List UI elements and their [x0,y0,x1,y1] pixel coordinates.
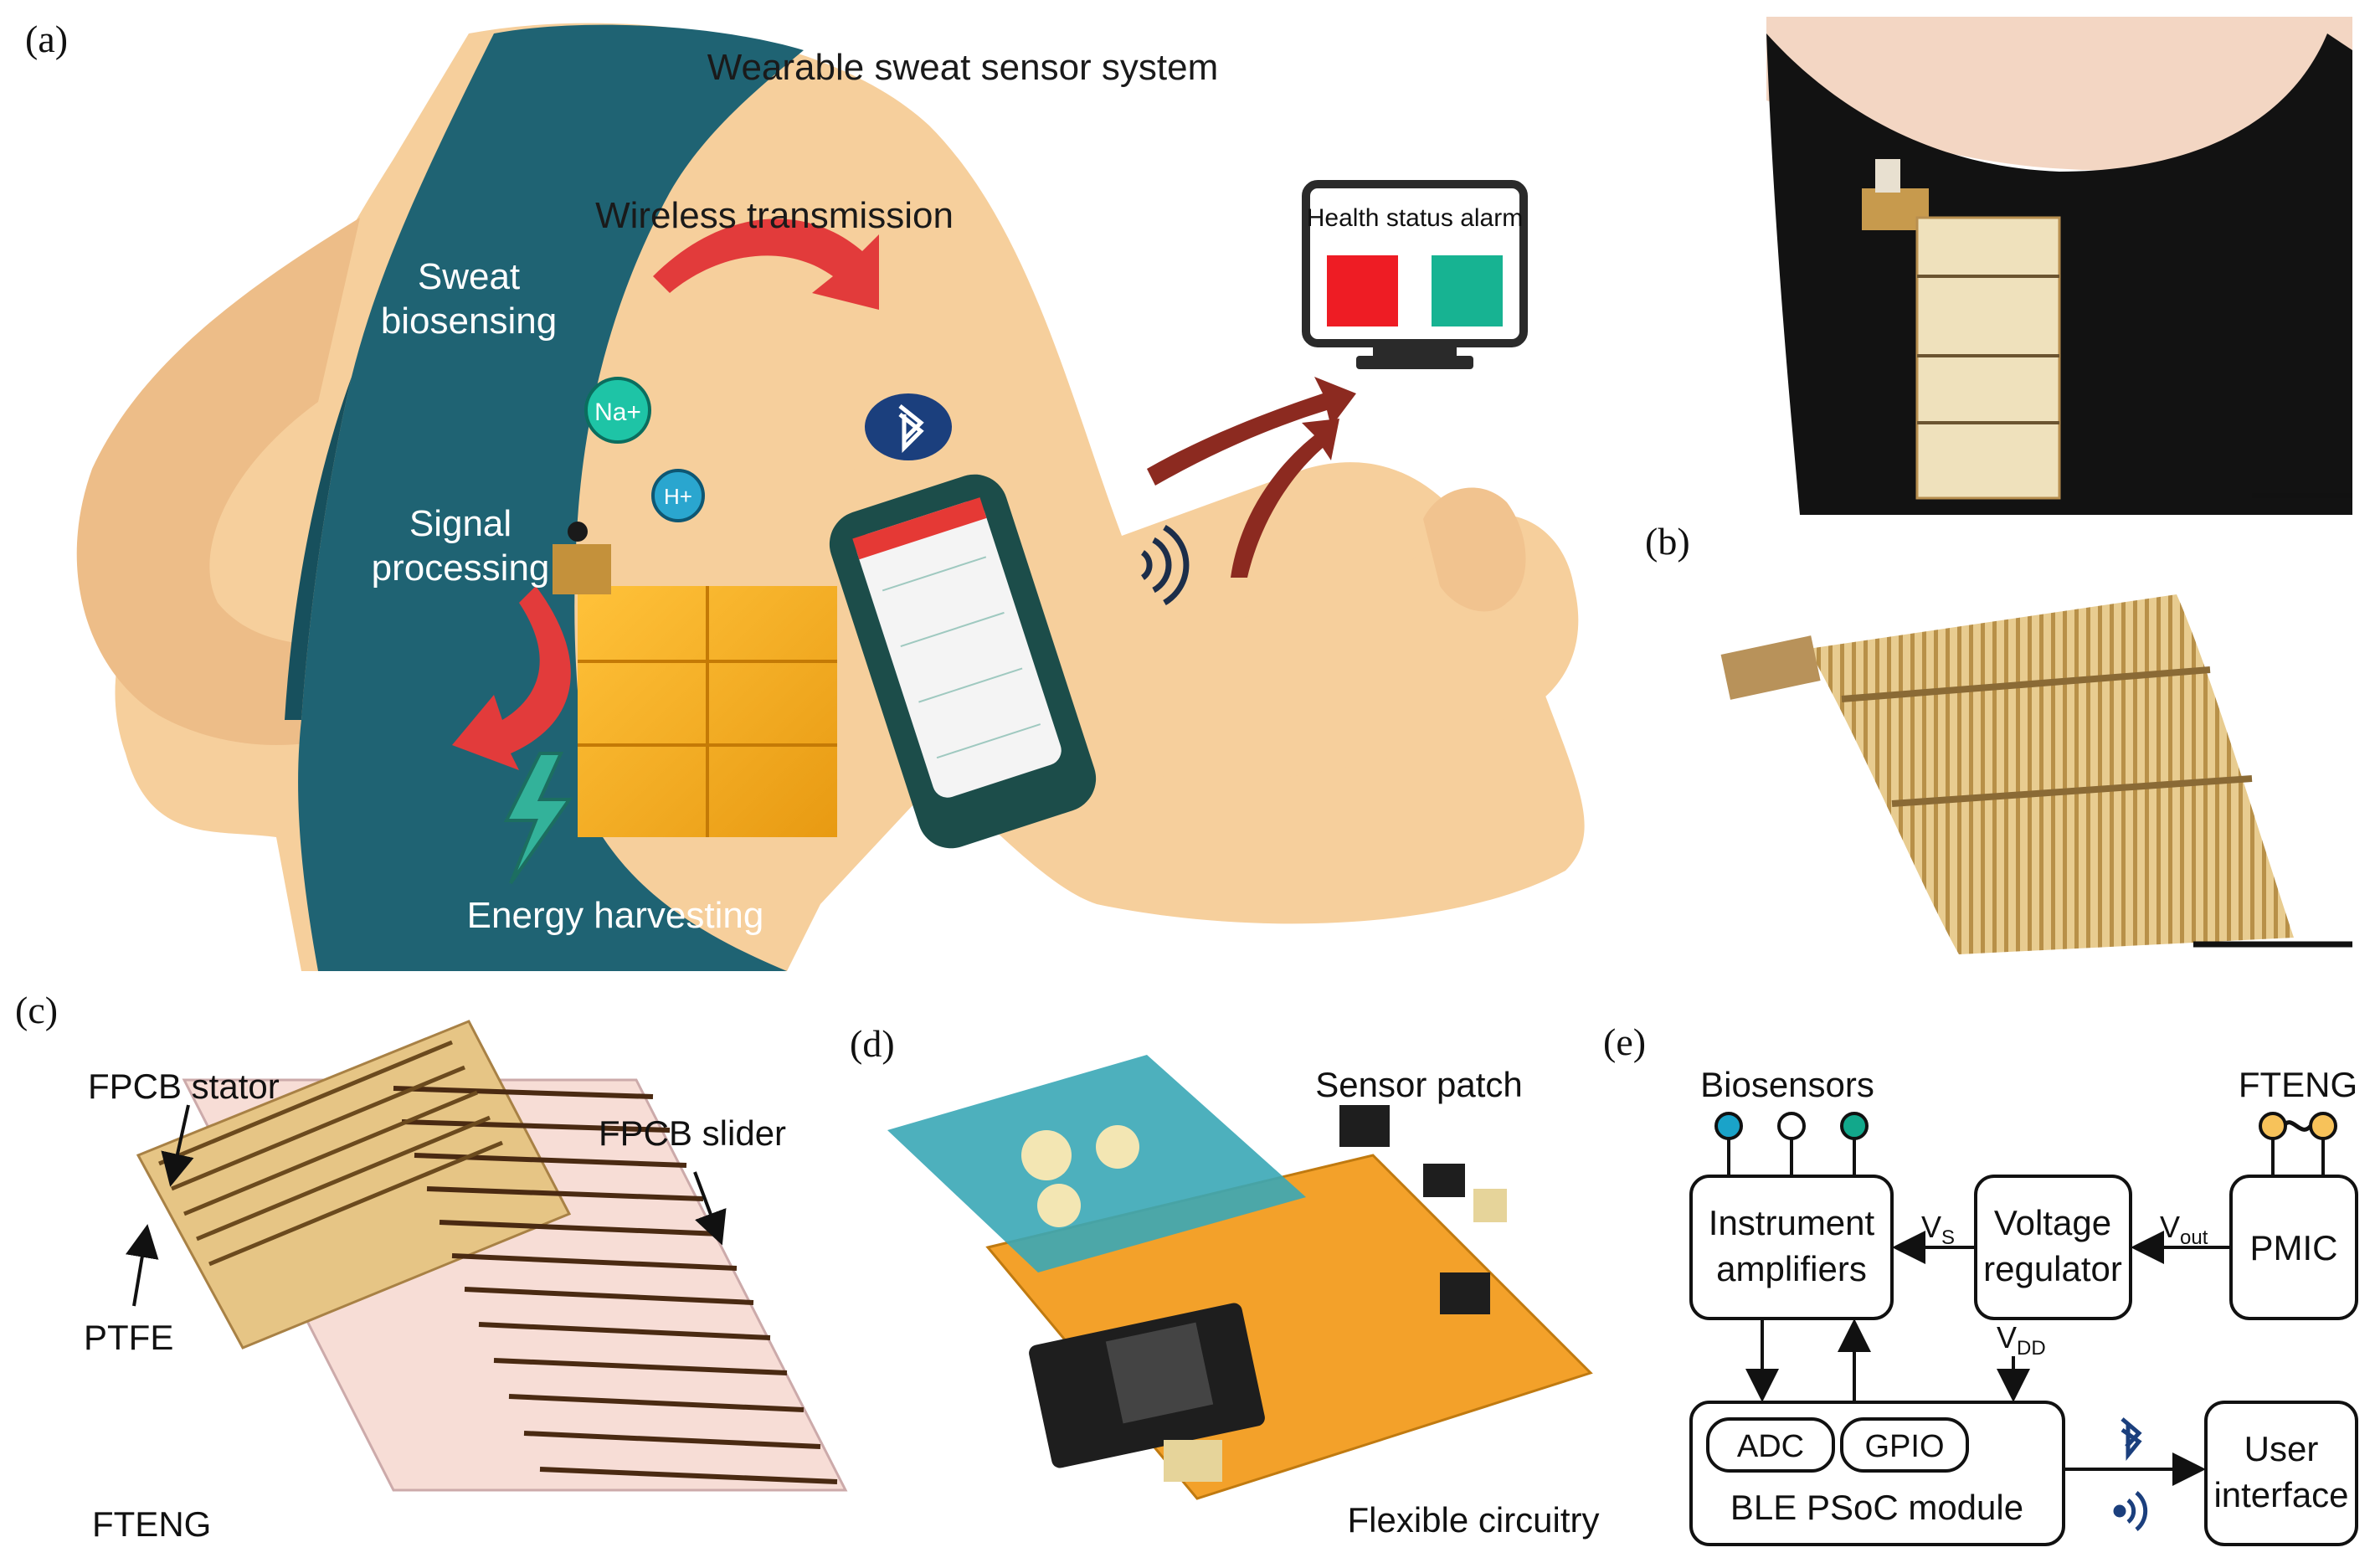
fteng-patch [553,522,837,837]
ion-h: H+ [651,469,705,522]
transmit-arrow-2 [1231,419,1339,578]
photo-pcb-2 [1720,635,1821,700]
armband-phone [829,474,1097,849]
component-3 [1473,1189,1507,1222]
label-amp-1: Instrument [1709,1203,1875,1242]
panel-label-b: (b) [1645,520,1690,563]
panel-d: Sensor patch Flexible circuitry [887,1055,1600,1540]
panel-label-c: (c) [15,989,58,1031]
label-vdd: VDD [1997,1320,2046,1360]
fpcb-stator [136,1020,572,1350]
label-ble-module: BLE PSoC module [1730,1488,2023,1527]
label-flexible-circuitry: Flexible circuitry [1347,1500,1599,1540]
wireless-arrow [653,218,879,310]
photo-skin [1766,17,2352,171]
component-4 [1440,1272,1490,1314]
label-fpcb-stator: FPCB stator [88,1067,280,1106]
panel-e-text: Biosensors FTENG Instrument amplifiers V… [1700,1065,2357,1527]
label-ui-1: User [2244,1429,2319,1468]
component-2 [1423,1164,1465,1197]
ion-h-label: H+ [664,484,692,509]
wifi-icon [1140,524,1190,606]
slider-electrodes [393,1086,838,1484]
box-instrument-amplifiers [1689,1175,1894,1320]
label-wireless: Wireless transmission [595,195,954,236]
label-signal-2: processing [372,548,550,589]
energy-arrow [452,586,571,770]
box-ble-module [1689,1401,2065,1546]
tank-shadow [285,377,352,720]
label-sweat-2: biosensing [381,301,557,342]
sensor-patch [887,1055,1306,1272]
bluetooth-icon [865,393,952,460]
label-vs: VS [1921,1210,1955,1249]
panel-label-a: (a) [25,18,68,60]
photo-sensor [1875,159,1900,193]
monitor-title: Health status alarm [1307,204,1523,232]
health-monitor: Health status alarm [1302,180,1528,369]
lightning-icon [503,752,573,885]
tank-top [298,24,804,971]
panel-c: FPCB stator FPCB slider PTFE FTENG [84,1020,848,1544]
ptfe-arrow [126,1224,159,1307]
box-voltage-regulator [1974,1175,2132,1320]
label-reg-2: regulator [1983,1249,2122,1288]
label-energy: Energy harvesting [467,895,764,936]
panel-e-sensors [1714,1112,2337,1531]
sensor-dot-3 [1840,1112,1869,1140]
fteng-dot-2 [2309,1112,2337,1140]
panel-b [1720,17,2352,954]
photo-fteng [1915,216,2061,500]
label-sensor-patch: Sensor patch [1315,1065,1523,1104]
label-amp-2: amplifiers [1716,1249,1867,1288]
box-user-interface [2204,1401,2358,1546]
component-1 [1339,1105,1390,1147]
label-gpio: GPIO [1864,1429,1944,1464]
left-arm [76,218,385,745]
wireless-small-icon [2113,1491,2148,1531]
label-signal-1: Signal [409,503,511,544]
stator-arrow [161,1104,194,1187]
label-ptfe: PTFE [84,1318,173,1357]
box-adc [1706,1417,1835,1473]
alarm-green-square [1432,255,1503,326]
fteng-dot-1 [2259,1112,2287,1140]
ion-na: Na+ [584,377,651,444]
bluetooth-small-icon [2121,1417,2142,1462]
transmit-arrow-1 [1147,377,1356,486]
panel-e [1689,1120,2358,1546]
label-pmic: PMIC [2250,1228,2338,1267]
panel-label-e: (e) [1603,1020,1646,1063]
label-biosensors: Biosensors [1700,1065,1874,1104]
ion-na-label: Na+ [594,398,641,426]
label-reg-1: Voltage [1994,1203,2111,1242]
stator-electrodes [158,1040,503,1267]
label-vout: Vout [2160,1210,2208,1249]
label-fteng-c: FTENG [92,1504,211,1544]
battery-cell [1164,1440,1222,1482]
panel-a: Na+ H+ Health status alarm Wearable swea… [76,23,1585,971]
sensor-dot-1 [1714,1112,1743,1140]
alarm-red-square [1327,255,1398,326]
label-fteng-e: FTENG [2239,1065,2357,1104]
panel-label-d: (d) [850,1022,895,1065]
label-ui-2: interface [2213,1475,2348,1514]
title-wearable: Wearable sweat sensor system [707,47,1219,88]
main-chip [1105,1322,1214,1424]
label-sweat-1: Sweat [418,256,520,297]
photo-sheet [1808,594,2294,954]
label-fpcb-slider: FPCB slider [599,1113,786,1153]
label-adc: ADC [1737,1429,1804,1464]
sensor-dot-2 [1777,1112,1806,1140]
box-gpio [1840,1417,1969,1473]
slider-arrow [693,1171,727,1246]
fist [1423,487,1526,612]
